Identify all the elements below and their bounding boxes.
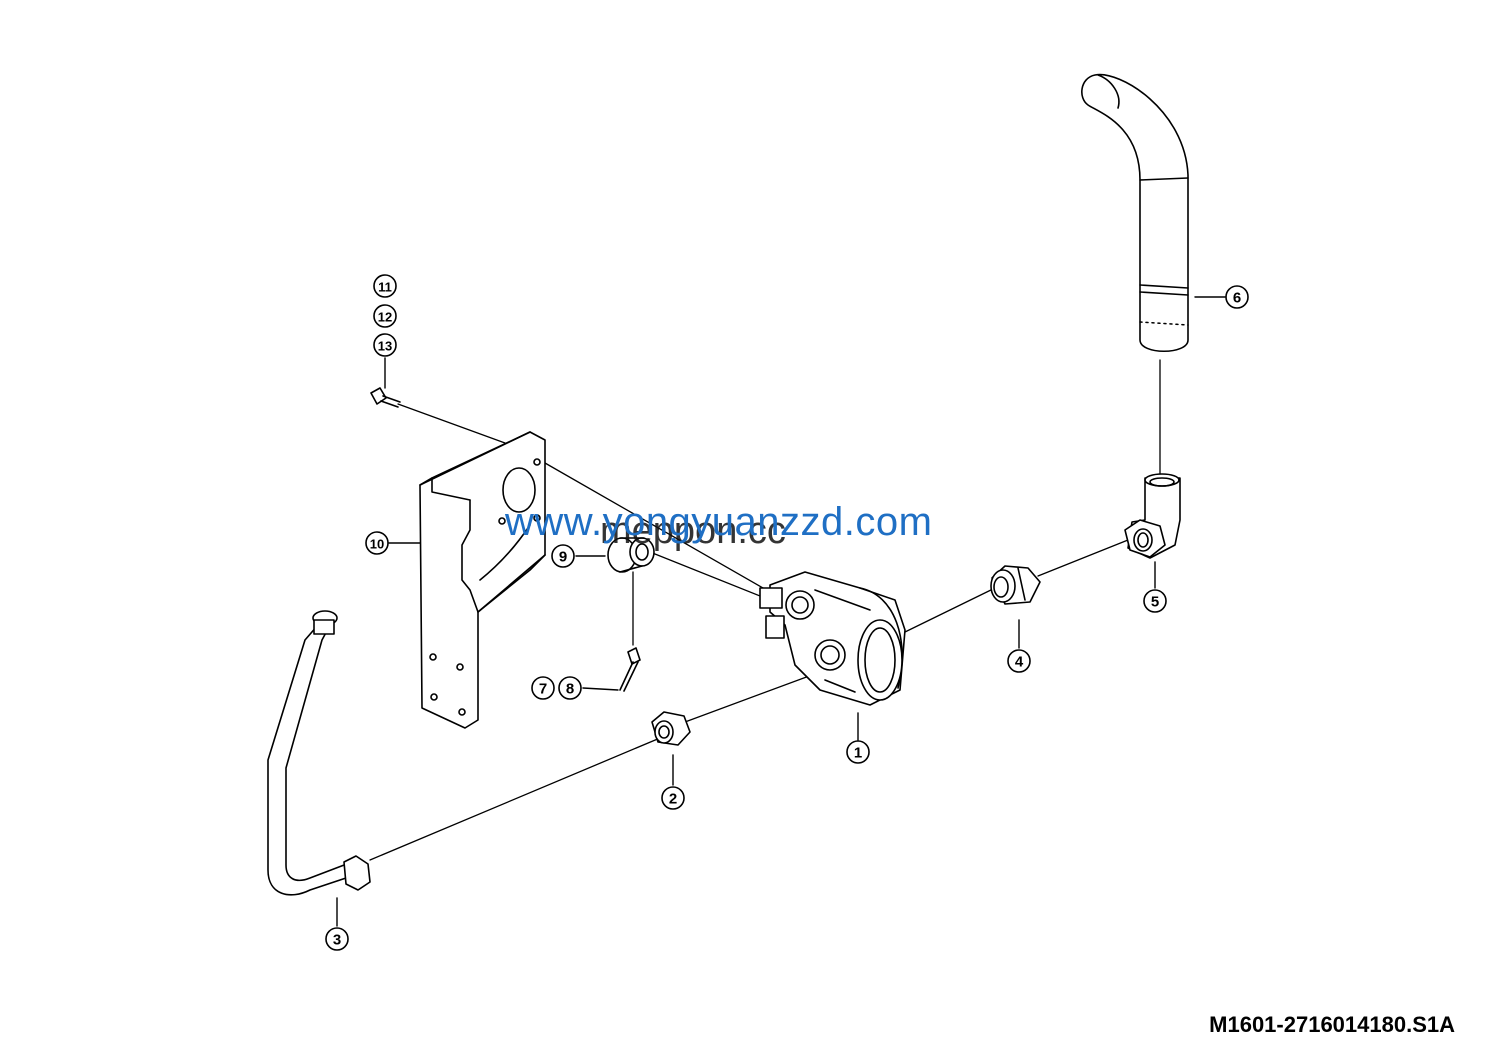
callout-5: 5 — [1151, 594, 1159, 611]
callout-2: 2 — [669, 791, 677, 808]
callout-leaders — [336, 296, 1226, 927]
screw-parts-11-13 — [370, 387, 401, 408]
callout-4: 4 — [1015, 654, 1024, 671]
bracket-part-10 — [419, 431, 546, 729]
callout-1: 1 — [854, 745, 862, 762]
callout-3: 3 — [333, 932, 341, 949]
bolt-parts-7-8 — [619, 647, 641, 692]
callout-10: 10 — [370, 537, 384, 552]
assembly-lines — [369, 359, 1161, 861]
callout-circles — [325, 274, 1249, 951]
pump-part-1 — [759, 571, 906, 706]
callout-13: 13 — [378, 339, 392, 354]
callout-6: 6 — [1233, 290, 1241, 307]
watermark-primary: www.yongyuanzzd.com — [505, 500, 933, 544]
callout-7: 7 — [539, 681, 547, 698]
watermark-secondary: meppon.cc — [600, 510, 786, 552]
flange-part-9 — [607, 537, 655, 573]
callout-8: 8 — [566, 681, 574, 698]
nut-part-2 — [651, 711, 691, 746]
pipe-part-3 — [267, 610, 371, 896]
hose-part-6 — [1081, 73, 1189, 352]
callout-9: 9 — [559, 549, 567, 566]
callout-12: 12 — [378, 310, 392, 325]
elbow-part-5 — [1124, 473, 1181, 559]
fitting-part-4 — [990, 565, 1041, 605]
callout-11: 11 — [378, 280, 392, 295]
document-id: M1601-2716014180.S1A — [1209, 1012, 1455, 1037]
